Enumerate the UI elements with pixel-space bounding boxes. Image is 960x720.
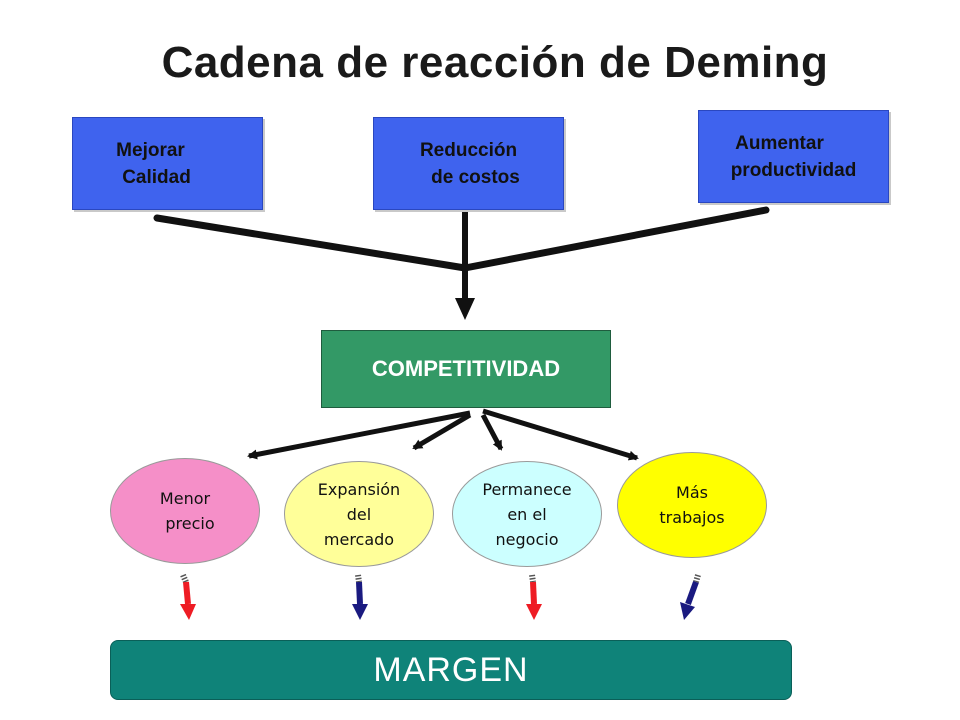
- oval-line: Expansión: [317, 479, 401, 499]
- diagram-title: Cadena de reacción de Deming: [161, 38, 829, 87]
- oval-line: Más: [676, 483, 708, 502]
- down-arrow-2: [352, 574, 368, 620]
- oval-permanece-negocio: Permanece en el negocio: [452, 461, 602, 567]
- box-aumentar-productividad: Aumentar productividad: [698, 110, 889, 203]
- connector-right: [461, 206, 770, 272]
- box-mejorar-calidad: Mejorar Calidad: [72, 117, 263, 210]
- oval-expansion-mercado: Expansión del mercado: [284, 461, 434, 567]
- arrow-to-expansion: [412, 412, 472, 451]
- oval-line: en el: [507, 504, 547, 524]
- box-line: productividad: [730, 159, 857, 181]
- box-line: Reducción: [419, 139, 518, 161]
- box-reduccion-costos: Reducción de costos: [373, 117, 564, 210]
- competitividad-box: COMPETITIVIDAD: [321, 330, 611, 408]
- box-line: Aumentar: [735, 132, 824, 154]
- oval-line: negocio: [495, 529, 559, 549]
- oval-line: mercado: [323, 529, 395, 549]
- box-line: Mejorar: [116, 139, 185, 161]
- box-line: de costos: [431, 166, 520, 188]
- oval-line: trabajos: [659, 508, 725, 527]
- oval-line: precio: [165, 514, 215, 533]
- arrow-to-menor-precio: [247, 410, 471, 460]
- box-line: Calidad: [122, 166, 191, 188]
- connector-left: [153, 214, 469, 272]
- arrowhead-to-competitividad: [455, 298, 475, 320]
- down-arrow-3: [526, 574, 542, 620]
- arrow-to-permanece: [480, 413, 504, 451]
- oval-line: Menor: [159, 489, 211, 508]
- down-arrow-1: [180, 573, 196, 620]
- oval-line: Permanece: [482, 479, 572, 499]
- oval-menor-precio: Menor precio: [110, 458, 260, 564]
- down-arrow-4: [680, 574, 701, 620]
- arrow-to-mas-trabajos: [482, 408, 639, 461]
- margen-box: MARGEN: [110, 640, 792, 700]
- oval-line: del: [346, 504, 372, 524]
- oval-mas-trabajos: Más trabajos: [617, 452, 767, 558]
